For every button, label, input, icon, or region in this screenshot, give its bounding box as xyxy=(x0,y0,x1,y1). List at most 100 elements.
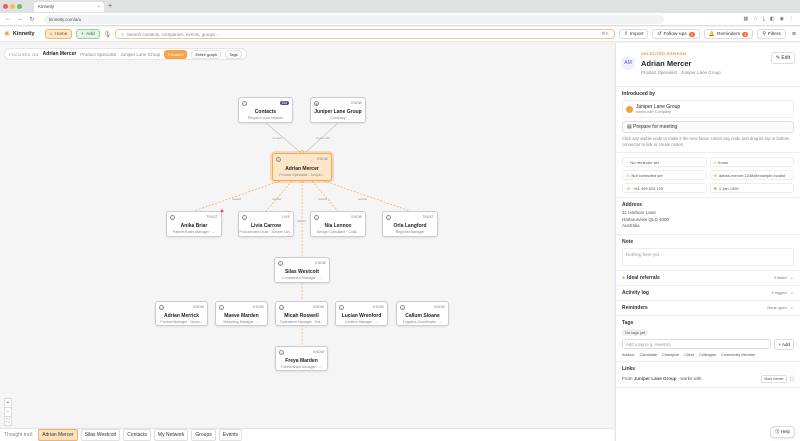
edit-button[interactable]: ✎ Edit xyxy=(770,52,795,64)
download-icon[interactable]: ⤓ xyxy=(762,16,765,22)
node-juniper-lane-group[interactable]: ▣ KNOW Juniper Lane Group Company xyxy=(310,97,366,123)
focus-bar: FOCUSED ON Adrian Mercer Product Special… xyxy=(4,48,247,60)
link-relation: · works with xyxy=(677,376,702,381)
delete-link-icon[interactable]: ▢ xyxy=(789,375,794,381)
tab-close-icon[interactable]: × xyxy=(97,4,100,9)
node-silas-westcott[interactable]: ☺ KNOW Silas Westcott Commercial Manager… xyxy=(274,257,330,283)
tag-suggestion[interactable]: Advisor xyxy=(622,352,635,357)
close-window-icon[interactable] xyxy=(3,4,8,9)
tag-suggestion[interactable]: Community Member xyxy=(721,352,756,357)
node-livia-carrow[interactable]: ☺ LIKE Livia Carrow Procurement Lead · J… xyxy=(238,211,294,237)
extensions-icon[interactable]: ◧ xyxy=(769,16,775,22)
trail-tab-silas-westcott[interactable]: Silas Westcott xyxy=(80,429,121,441)
trail-tab-events[interactable]: Events xyxy=(218,429,243,441)
node-lucian-wrenford[interactable]: ☺ KNOW Lucian Wrenford Creative Manager … xyxy=(335,301,388,326)
hamburger-menu-icon[interactable]: ≡ xyxy=(791,30,796,38)
menu-icon[interactable]: ⋮ xyxy=(789,16,794,22)
chip-tags[interactable]: Tags xyxy=(225,49,242,59)
reminders-badge: 3 xyxy=(742,31,749,37)
link-company[interactable]: Juniper Lane Group xyxy=(633,376,677,381)
relationship-fact[interactable]: ◑Know xyxy=(709,157,794,167)
bell-icon: ◔ xyxy=(626,160,629,165)
node-tag: KNOW xyxy=(193,305,204,309)
note-field[interactable]: Nothing here yet… xyxy=(622,247,794,266)
node-adrian-merrick[interactable]: ☺ KNOW Adrian Merrick Product Manager · … xyxy=(155,301,208,326)
app-logo[interactable]: ✳Kinnetly xyxy=(4,30,35,38)
bookmark-icon[interactable]: ☆ xyxy=(753,16,758,22)
node-anika-briar[interactable]: ☺ TRUST Anika Briar Partner/Sales Manage… xyxy=(166,211,222,237)
node-contacts[interactable]: ⚇ 184 Contacts People in your network xyxy=(238,97,293,123)
tag-suggestion[interactable]: Colleague xyxy=(699,352,717,357)
zoom-in-button[interactable]: + xyxy=(6,400,10,406)
browser-tab[interactable]: Kinnetly × xyxy=(34,1,104,12)
node-name: Contacts xyxy=(254,109,277,115)
zoom-out-button[interactable]: − xyxy=(5,407,11,415)
mark-former-button[interactable]: Mark former xyxy=(761,374,787,383)
filters-label: Filters xyxy=(767,31,781,37)
microphone-icon[interactable]: 🎙 xyxy=(103,31,112,38)
add-button[interactable]: +Add xyxy=(76,29,100,39)
node-orla-langford[interactable]: ☺ TRUST Orla Langford Regional Manager xyxy=(382,211,438,237)
tag-input[interactable]: Add a tag (e.g. investor) xyxy=(622,338,772,349)
chevron-down-icon: ⌄ xyxy=(789,274,794,281)
filters-button[interactable]: ⚲Filters xyxy=(757,29,786,39)
fact-text: No reminder set xyxy=(630,160,659,165)
chip-entire-graph[interactable]: Entire graph xyxy=(191,49,222,59)
graph-canvas[interactable]: FOCUSED ON Adrian Mercer Product Special… xyxy=(0,43,614,427)
reminder-fact[interactable]: ◔No reminder set xyxy=(622,157,707,167)
node-nia-lennox[interactable]: ☺ KNOW Nia Lennox Design Consultant · Co… xyxy=(310,211,366,237)
search-input[interactable]: ⌕ Search contacts, companies, events, gr… xyxy=(115,29,615,39)
node-micah-roswell[interactable]: ☺ KNOW Micah Roswell Operations Manager … xyxy=(275,301,328,326)
node-callum-sloane[interactable]: ☺ KNOW Callum Sloane Logistics Coordinat… xyxy=(396,301,449,326)
maximize-window-icon[interactable] xyxy=(17,4,22,9)
profile-icon[interactable]: ◉ xyxy=(779,16,784,22)
node-name: Micah Roswell xyxy=(284,313,319,319)
tag-suggestion[interactable]: Candidate xyxy=(639,352,657,357)
minimize-window-icon[interactable] xyxy=(10,4,15,9)
node-freya-marden[interactable]: ☺ KNOW Freya Marden Partnerships Manager… xyxy=(275,346,328,371)
note-section: Note Nothing here yet… xyxy=(616,235,800,271)
birthday-fact[interactable]: ✱1 Jan 1990 xyxy=(709,183,794,193)
node-name: Juniper Lane Group xyxy=(314,109,362,115)
forward-icon[interactable]: → xyxy=(17,16,23,22)
url-text: kinnetly.com/a/u xyxy=(49,16,82,22)
chip-focused[interactable]: Focused xyxy=(164,49,188,59)
node-maeve-marden[interactable]: ☺ KNOW Maeve Marden Marketing Manager · … xyxy=(215,301,268,326)
phone-fact[interactable]: ☏+61 499 625 125 xyxy=(622,183,707,193)
trail-tab-groups[interactable]: Groups xyxy=(191,429,216,441)
company-icon xyxy=(626,105,633,113)
node-sub: Operations Manager · Hal... xyxy=(279,320,324,324)
email-fact[interactable]: ✉adrian.mercer.1248@example.invalid xyxy=(709,170,794,180)
back-icon[interactable]: ← xyxy=(5,16,11,22)
add-tag-button[interactable]: + Add xyxy=(774,338,794,350)
reload-icon[interactable]: ↻ xyxy=(29,16,35,23)
prepare-meeting-button[interactable]: ▤ Prepare for meeting xyxy=(622,121,794,133)
url-field[interactable]: kinnetly.com/a/u xyxy=(44,14,664,24)
qr-icon[interactable]: ▦ xyxy=(743,16,749,22)
tag-suggestion[interactable]: Champion xyxy=(661,352,680,357)
fact-text: adrian.mercer.1248@example.invalid xyxy=(718,173,785,178)
new-tab-icon[interactable]: + xyxy=(108,3,113,10)
node-adrian-mercer[interactable]: ☺ KNOW Adrian Mercer Product Specialist … xyxy=(272,153,332,181)
trail-tab-my-network[interactable]: My Network xyxy=(153,429,189,441)
reminders-label: Reminders xyxy=(716,31,741,37)
fit-view-icon[interactable]: ⛶ xyxy=(5,416,11,424)
trail-tab-adrian-mercer[interactable]: Adrian Mercer xyxy=(38,429,78,441)
tag-suggestion[interactable]: Client xyxy=(684,352,695,357)
logo-icon: ✳ xyxy=(4,31,10,38)
note-title: Note xyxy=(622,238,634,245)
trail-tab-contacts[interactable]: Contacts xyxy=(123,429,151,441)
contacted-fact[interactable]: ◷Not contacted yet xyxy=(622,170,707,180)
help-button[interactable]: ⓵ Help xyxy=(770,426,796,438)
import-label: Import xyxy=(629,31,644,37)
home-button[interactable]: ⌂Home xyxy=(44,29,73,39)
pencil-icon: ✎ xyxy=(775,55,780,61)
import-button[interactable]: ⇪Import xyxy=(618,29,649,39)
